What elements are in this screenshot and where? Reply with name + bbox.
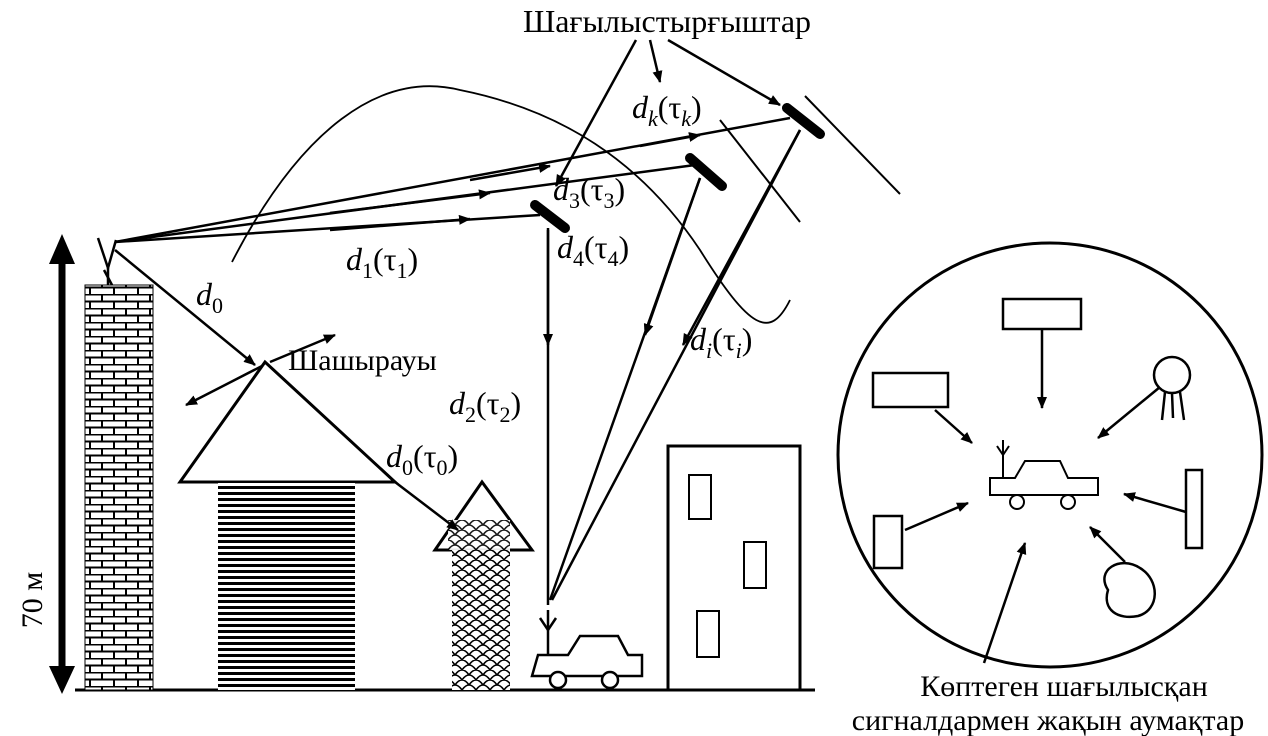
label-d0-tau0: d0(τ0) [386,438,458,480]
multipath-inset [836,241,1264,669]
inset-object [1184,468,1204,550]
base-station-antenna-icon [96,237,118,286]
label-d0: d0 [196,276,223,318]
label-d4-tau4: d4(τ4) [557,229,629,271]
triangle-roof [177,359,399,484]
small-scaled-tower [452,550,510,690]
inset-caption-line2: сигналдармен жақын аумақтар [852,704,1244,736]
path-d0 [114,249,256,366]
scattering-label: Шашырауы [288,344,437,377]
inset-object [1103,561,1156,619]
car-icon [530,610,644,690]
inset-object [872,514,904,570]
path-d1 [114,213,541,244]
reflector [685,153,727,191]
window [688,474,712,520]
inset-caption-line1: Көптеген шағылысқан [920,670,1208,703]
signal-curve [231,85,791,324]
inset-car-icon [989,440,1099,510]
inset-object [871,371,950,409]
window [743,541,767,589]
reflector [530,200,570,233]
striped-building [218,482,355,690]
label-d2-tau2: d2(τ2) [449,385,521,427]
reflector [782,103,825,139]
inset-tree-icon [1152,355,1192,421]
reflectors-label: Шағылыстырғыштар [523,3,811,39]
label-di-taui: di(τi) [690,321,752,363]
inset-object [1001,297,1083,331]
height-label: 70 м [16,572,49,629]
height-arrow [49,234,75,694]
brick-tower [84,284,154,691]
label-d1-tau1: d1(τ1) [346,241,418,283]
label-d3-tau3: d3(τ3) [553,171,625,213]
label-dk-tauk: dk(τk) [632,89,702,131]
window [696,610,720,658]
tall-building [666,444,802,692]
